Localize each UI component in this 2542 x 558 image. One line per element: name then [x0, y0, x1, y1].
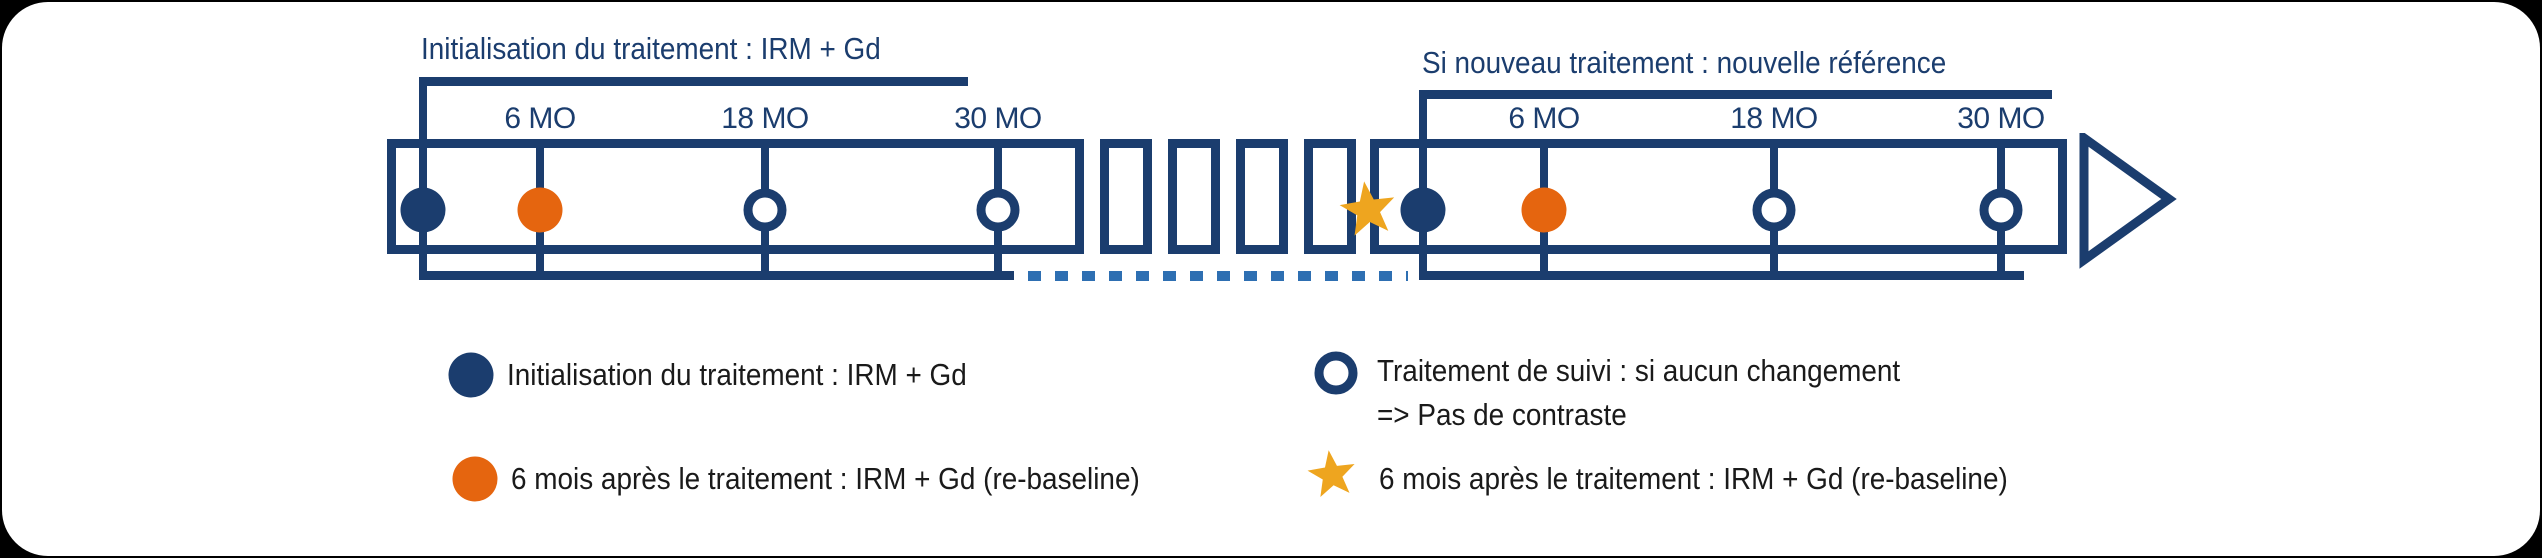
initial-followup-dot-18mo: [743, 188, 787, 232]
initial-segment-title: Initialisation du traitement : IRM + Gd: [421, 31, 881, 66]
new-treatment-month-30mo: 30 MO: [1957, 102, 2045, 135]
initial-followup-dot-30mo: [976, 188, 1020, 232]
new-treatment-rebaseline-dot: [1521, 187, 1567, 233]
new-treatment-bottom-bracket: [1419, 271, 2024, 280]
initial-timeline-box: [387, 139, 1084, 254]
legend-orange-circle-icon: [452, 456, 498, 502]
legend-followup-line1: Traitement de suivi : si aucun changemen…: [1377, 353, 1901, 388]
film-strip-segment-3: [1236, 139, 1288, 254]
new-treatment-timeline-box: [1370, 139, 2067, 254]
initial-bracket-horizontal: [420, 77, 968, 86]
initial-bottom-bracket: [419, 271, 1014, 280]
film-strip-segment-4: [1304, 139, 1356, 254]
initial-month-6mo: 6 MO: [504, 102, 576, 135]
timeline-forward-arrow-icon: [2079, 133, 2179, 269]
new-treatment-tick-baseline: [1419, 90, 1427, 280]
new-treatment-baseline-dot: [1400, 187, 1446, 233]
legend-star-icon: [1304, 446, 1360, 502]
legend-initial-label: Initialisation du traitement : IRM + Gd: [507, 357, 967, 392]
legend-followup-line2: => Pas de contraste: [1377, 397, 1627, 432]
initial-rebaseline-dot: [517, 187, 563, 233]
legend-open-circle-icon: [1314, 351, 1358, 395]
new-treatment-segment-title: Si nouveau traitement : nouvelle référen…: [1422, 45, 1947, 80]
legend-rebaseline-label: 6 mois après le traitement : IRM + Gd (r…: [511, 461, 1140, 496]
new-treatment-month-18mo: 18 MO: [1730, 102, 1818, 135]
new-treatment-bracket-horizontal: [1420, 90, 2052, 99]
new-treatment-followup-dot-30mo: [1979, 188, 2023, 232]
initial-baseline-dot: [400, 187, 446, 233]
dotted-continuation-line: [1028, 271, 1408, 281]
initial-month-30mo: 30 MO: [954, 102, 1042, 135]
legend-navy-circle-icon: [448, 352, 494, 398]
new-treatment-star-icon: [1335, 176, 1401, 242]
new-treatment-month-6mo: 6 MO: [1508, 102, 1580, 135]
initial-month-18mo: 18 MO: [721, 102, 809, 135]
initial-tick-baseline: [419, 77, 427, 280]
film-strip-segment-1: [1100, 139, 1152, 254]
new-treatment-followup-dot-18mo: [1752, 188, 1796, 232]
film-strip-segment-2: [1168, 139, 1220, 254]
legend-followup-label: Traitement de suivi : si aucun changemen…: [1377, 349, 1900, 437]
legend-star-label: 6 mois après le traitement : IRM + Gd (r…: [1379, 461, 2008, 496]
